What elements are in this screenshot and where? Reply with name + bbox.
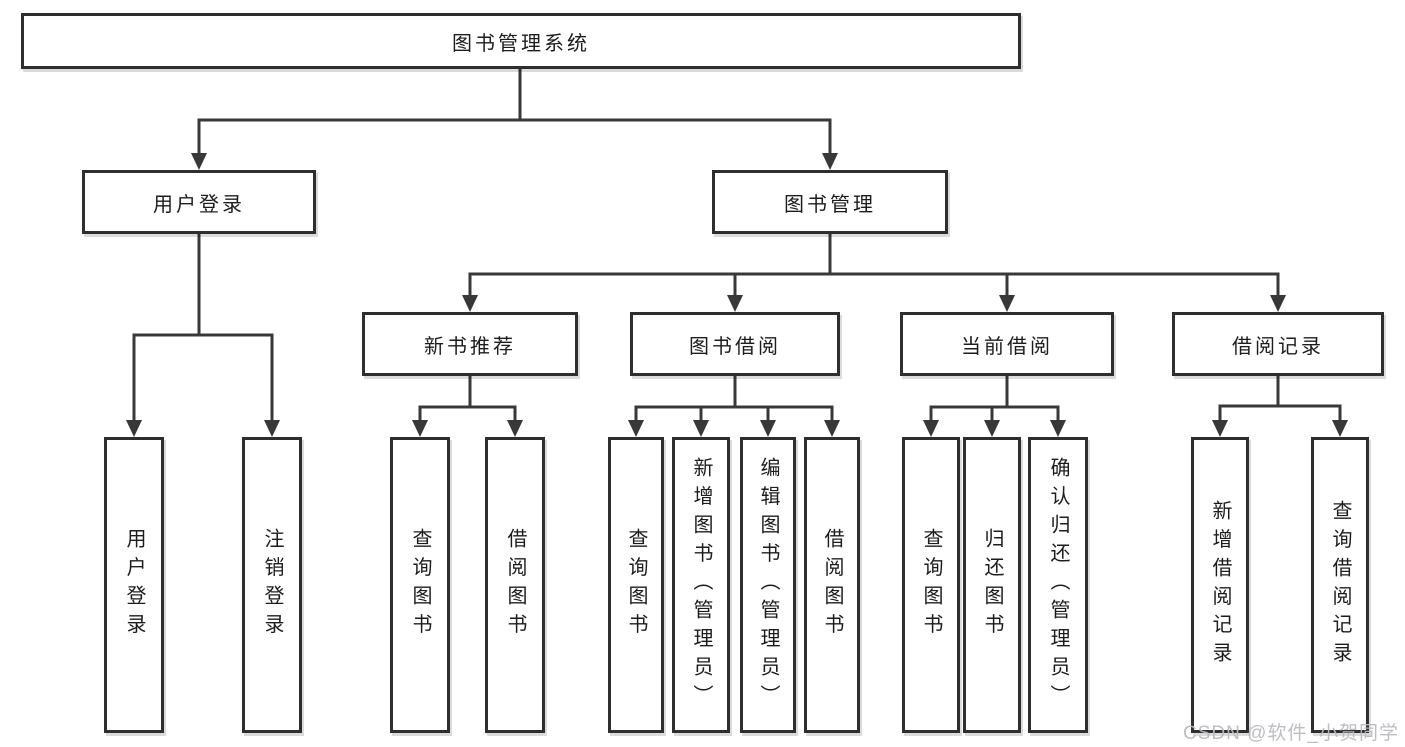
connector-new-book bbox=[418, 376, 517, 421]
node-book-management: 图书管理 bbox=[712, 170, 948, 234]
node-logout-label: 注销登录 bbox=[261, 528, 283, 642]
node-book-borrowing: 图书借阅 bbox=[630, 312, 840, 376]
arrow-heads bbox=[126, 153, 1348, 437]
node-current-borrowing-label: 当前借阅 bbox=[961, 335, 1053, 358]
node-edit-book-admin-label: 编辑图书（管理员） bbox=[757, 457, 779, 713]
node-add-book-admin: 新增图书（管理员） bbox=[672, 437, 730, 733]
node-return-book-label: 归还图书 bbox=[981, 528, 1003, 642]
node-login-label: 用户登录 bbox=[123, 528, 145, 642]
node-current-borrowing: 当前借阅 bbox=[900, 312, 1114, 376]
node-add-book-admin-label: 新增图书（管理员） bbox=[690, 457, 712, 713]
connector-book-management bbox=[468, 234, 1280, 296]
node-edit-book-admin: 编辑图书（管理员） bbox=[740, 437, 796, 733]
node-query-book-2: 查询图书 bbox=[608, 437, 664, 733]
node-user-login-label: 用户登录 bbox=[153, 193, 245, 216]
node-query-book-3-label: 查询图书 bbox=[920, 528, 942, 642]
node-query-book-2-label: 查询图书 bbox=[625, 528, 647, 642]
node-query-book-3: 查询图书 bbox=[902, 437, 960, 733]
connector-book-borrowing bbox=[634, 376, 834, 421]
node-add-borrow-record-label: 新增借阅记录 bbox=[1209, 499, 1231, 671]
connector-user-login bbox=[132, 234, 274, 421]
node-book-borrowing-label: 图书借阅 bbox=[689, 335, 781, 358]
node-query-borrow-record: 查询借阅记录 bbox=[1311, 437, 1369, 733]
connector-root bbox=[197, 69, 832, 154]
node-borrow-records: 借阅记录 bbox=[1172, 312, 1384, 376]
node-new-book-recommend-label: 新书推荐 bbox=[424, 335, 516, 358]
node-add-borrow-record: 新增借阅记录 bbox=[1191, 437, 1249, 733]
node-user-login: 用户登录 bbox=[82, 170, 316, 234]
node-query-book-1-label: 查询图书 bbox=[409, 528, 431, 642]
node-login: 用户登录 bbox=[104, 437, 164, 733]
node-borrow-records-label: 借阅记录 bbox=[1232, 335, 1324, 358]
node-logout: 注销登录 bbox=[242, 437, 302, 733]
node-borrow-book-1-label: 借阅图书 bbox=[504, 528, 526, 642]
node-borrow-book-2: 借阅图书 bbox=[804, 437, 860, 733]
node-confirm-return-admin-label: 确认归还（管理员） bbox=[1047, 457, 1069, 713]
node-library-system-label: 图书管理系统 bbox=[452, 32, 590, 55]
node-query-book-1: 查询图书 bbox=[390, 437, 450, 733]
node-query-borrow-record-label: 查询借阅记录 bbox=[1329, 499, 1351, 671]
watermark: CSDN @软件_小贺同学 bbox=[1183, 723, 1399, 744]
node-book-management-label: 图书管理 bbox=[784, 193, 876, 216]
connector-borrow-records bbox=[1218, 376, 1342, 421]
connector-current-borrowing bbox=[929, 376, 1060, 421]
node-library-system: 图书管理系统 bbox=[21, 13, 1021, 69]
node-confirm-return-admin: 确认归还（管理员） bbox=[1028, 437, 1088, 733]
node-borrow-book-1: 借阅图书 bbox=[485, 437, 545, 733]
node-borrow-book-2-label: 借阅图书 bbox=[821, 528, 843, 642]
node-new-book-recommend: 新书推荐 bbox=[362, 312, 578, 376]
node-return-book: 归还图书 bbox=[963, 437, 1021, 733]
